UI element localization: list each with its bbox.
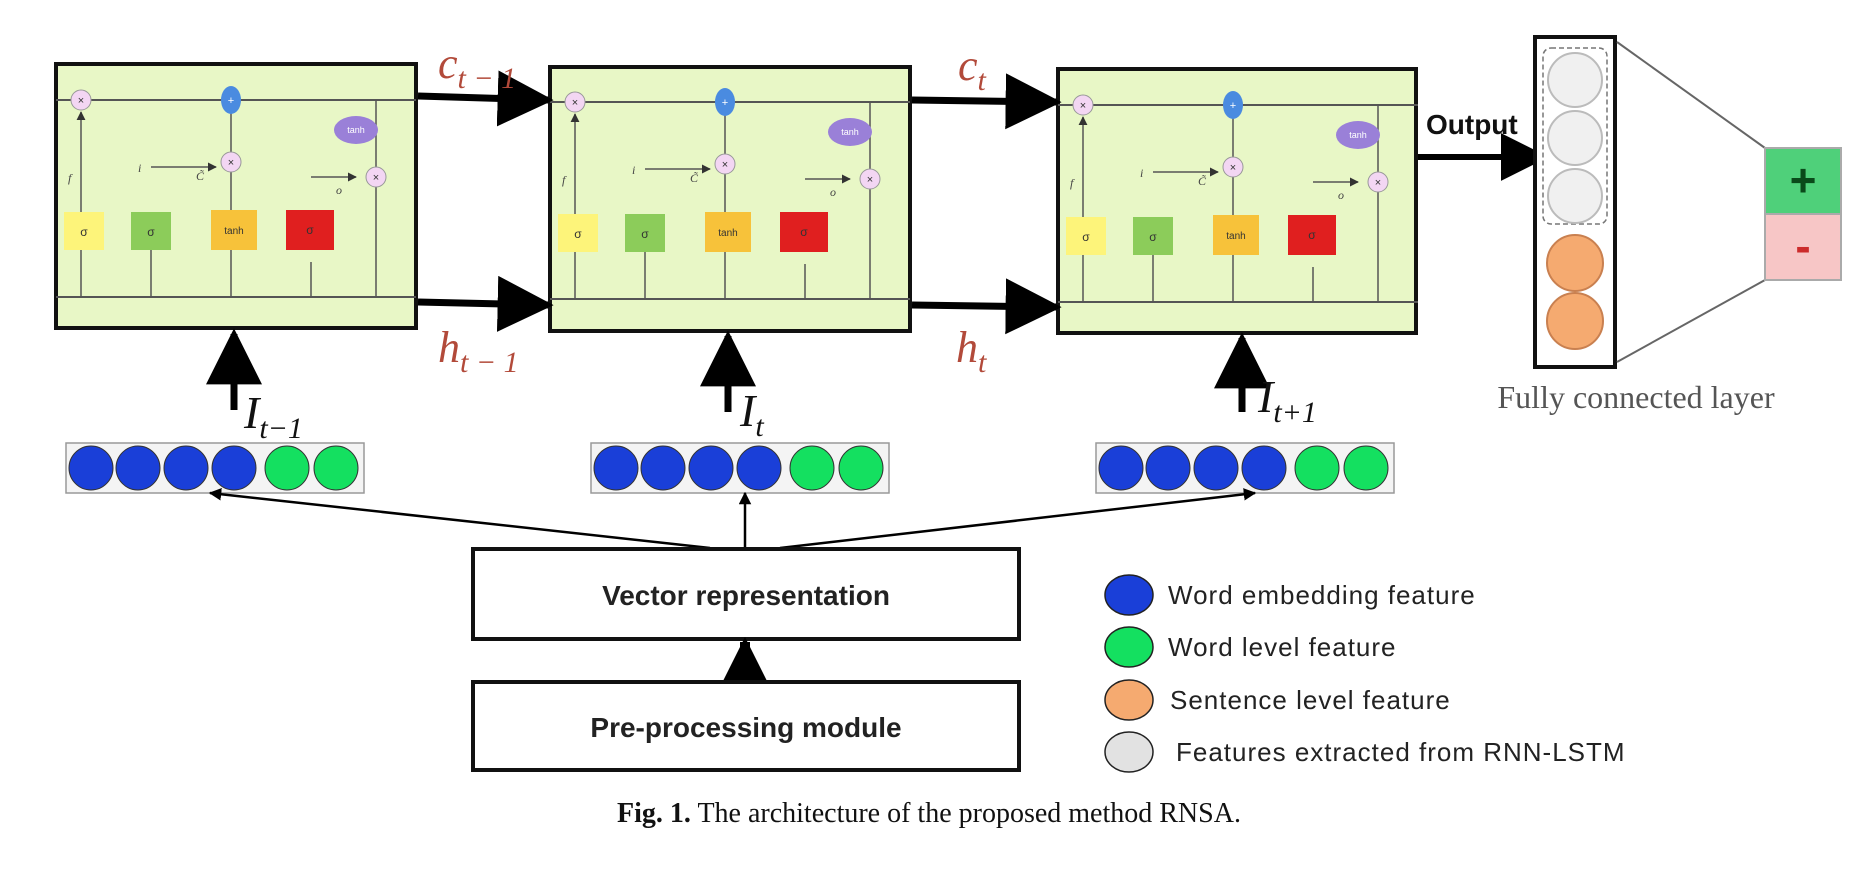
svg-text:Word level feature: Word level feature [1168,632,1397,662]
dist-arrow-right [779,488,1257,550]
feature-vector-next [1095,442,1395,494]
cell-state-arrow-2 [911,73,1062,130]
legend-item-word-level: Word level feature [1104,626,1397,668]
fc-connector-top [1616,41,1766,149]
lstm-cell-next [1056,67,1418,335]
svg-text:Sentence level feature: Sentence level feature [1170,685,1451,715]
h-curr-label: ht [956,323,987,379]
dist-arrow-left [208,488,711,550]
rnn-feature-node [1547,110,1603,166]
legend-item-word-embedding: Word embedding feature [1104,574,1476,616]
negative-class-box [1764,213,1842,281]
fully-connected-layer [1533,35,1617,369]
c-prev-label: ct − 1 [438,39,516,95]
svg-text:Word embedding feature: Word embedding feature [1168,580,1476,610]
input-label-next: It+1 [1257,371,1317,429]
negative-symbol: - [1795,220,1810,272]
c-curr-label: ct [958,41,987,97]
rnn-feature-node [1547,52,1603,108]
rnn-feature-node [1547,168,1603,224]
pre-processing-box: Pre-processing module [471,680,1021,772]
caption-text: The architecture of the proposed method … [697,798,1241,829]
legend-item-rnn-features: Features extracted from RNN-LSTM [1104,731,1626,773]
sentence-feature-node [1546,292,1604,350]
hidden-state-arrow-1 [417,275,554,332]
svg-text:Features extracted from RNN-LS: Features extracted from RNN-LSTM [1176,737,1626,767]
hidden-state-arrow-2 [911,278,1062,335]
input-label-prev: It−1 [243,387,303,445]
vector-representation-box: Vector representation [471,547,1021,641]
fc-layer-label: Fully connected layer [1497,379,1775,415]
feature-vector-curr [590,442,890,494]
lstm-cell-prev [54,62,418,330]
positive-symbol: + [1790,154,1817,206]
svg-text:Vector representation: Vector representation [602,580,890,611]
caption-label: Fig. 1. [617,798,691,829]
sentiment-output: + - [1764,147,1842,281]
output-label: Output [1426,109,1518,140]
h-prev-label: ht − 1 [438,323,519,379]
legend: Word embedding feature Word level featur… [1104,574,1626,773]
cell-state-arrow-1 [417,70,554,127]
input-label-curr: It [739,385,764,443]
svg-text:Pre-processing module: Pre-processing module [590,712,901,743]
sentence-feature-node [1546,234,1604,292]
legend-item-sentence-level: Sentence level feature [1104,679,1451,721]
feature-vector-prev [65,442,365,494]
lstm-cell-curr [548,65,912,333]
fc-connector-bottom [1616,279,1766,363]
positive-class-box [1764,147,1842,215]
figure-caption: Fig. 1. The architecture of the proposed… [0,798,1858,830]
